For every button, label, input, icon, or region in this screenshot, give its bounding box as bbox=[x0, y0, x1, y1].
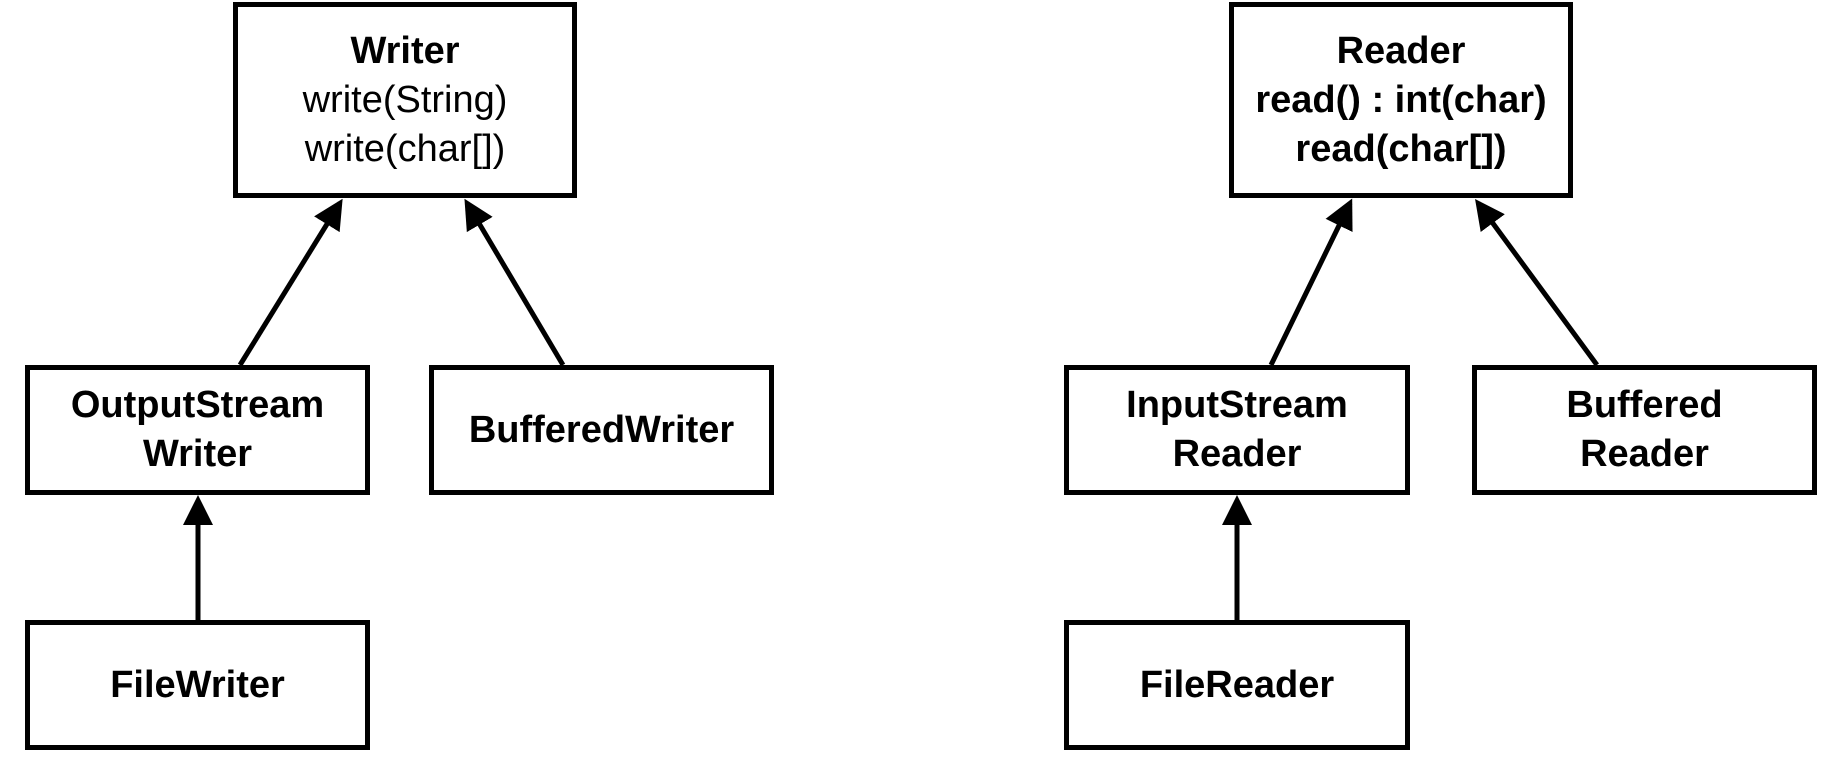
reader-method: read() : int(char) bbox=[1255, 78, 1547, 121]
bufferedreader-label-line1: Buffered bbox=[1566, 384, 1723, 426]
reader-class-box: Reader read() : int(char) read(char[]) bbox=[1229, 2, 1573, 198]
writer-method: write(String) bbox=[302, 78, 508, 121]
writer-class-title: Writer bbox=[350, 29, 460, 72]
filewriter-class-box: FileWriter bbox=[25, 620, 370, 750]
writer-method: write(char[]) bbox=[304, 127, 506, 170]
outputstreamwriter-class-box: OutputStream Writer bbox=[25, 365, 370, 495]
bufferedreader-label-line2: Reader bbox=[1580, 433, 1709, 475]
reader-method: read(char[]) bbox=[1295, 127, 1507, 170]
inputstreamreader-label-line1: InputStream bbox=[1126, 384, 1348, 426]
bufferedwriter-class-box: BufferedWriter bbox=[429, 365, 774, 495]
arrow-outputstreamwriter-to-writer bbox=[237, 198, 343, 367]
arrow-bufferedwriter-to-writer bbox=[464, 198, 566, 367]
filewriter-label: FileWriter bbox=[110, 663, 285, 706]
writer-class-box: Writer write(String) write(char[]) bbox=[233, 2, 577, 198]
inputstreamreader-class-box: InputStream Reader bbox=[1064, 365, 1410, 495]
filereader-label: FileReader bbox=[1139, 663, 1335, 706]
inputstreamreader-label-line2: Reader bbox=[1172, 433, 1302, 475]
bufferedwriter-label: BufferedWriter bbox=[468, 408, 735, 451]
outputstreamwriter-label-line1: OutputStream bbox=[70, 384, 325, 426]
arrow-bufferedreader-to-reader bbox=[1475, 198, 1600, 367]
bufferedreader-class-box: Buffered Reader bbox=[1472, 365, 1817, 495]
outputstreamwriter-label-line2: Writer bbox=[142, 433, 253, 475]
reader-class-title: Reader bbox=[1336, 29, 1466, 72]
arrow-inputstreamreader-to-reader bbox=[1268, 198, 1353, 367]
filereader-class-box: FileReader bbox=[1064, 620, 1410, 750]
